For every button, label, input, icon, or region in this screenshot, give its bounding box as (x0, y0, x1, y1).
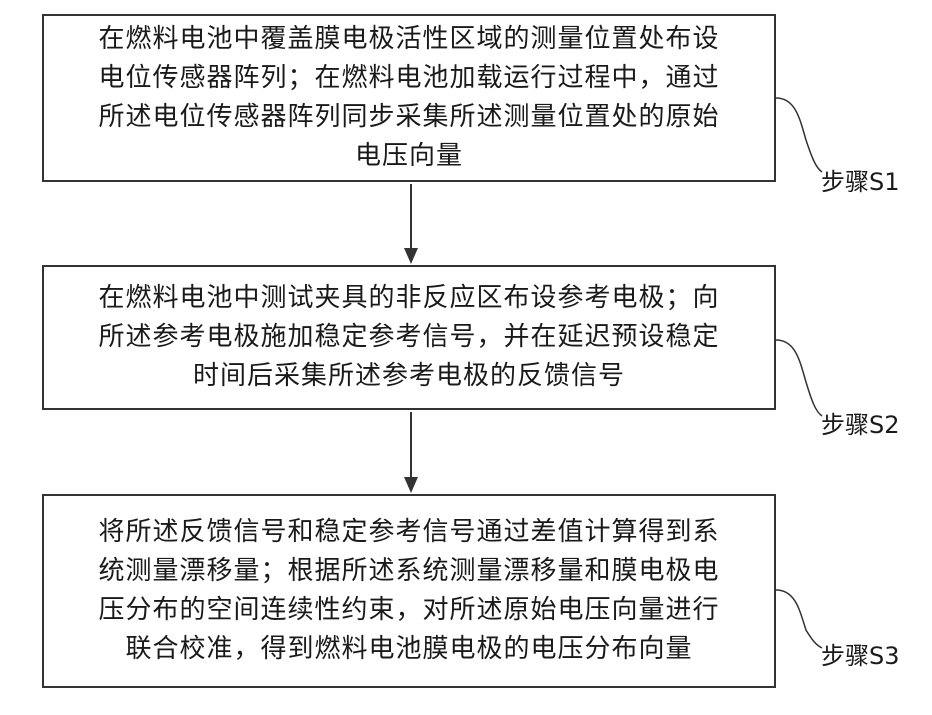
step-s3-label: 步骤S3 (821, 636, 900, 671)
leader-line-s2 (776, 340, 822, 416)
step-s2-label: 步骤S2 (821, 405, 900, 440)
leader-line-s3 (776, 590, 822, 648)
leader-line-s1 (776, 98, 822, 172)
step-s1-label: 步骤S1 (821, 162, 900, 197)
